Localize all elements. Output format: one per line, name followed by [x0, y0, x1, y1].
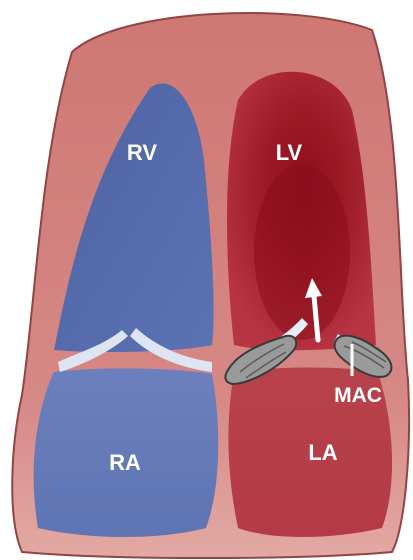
label-rv: RV — [127, 140, 157, 165]
label-la: LA — [308, 440, 337, 465]
label-mac: MAC — [334, 384, 382, 407]
label-lv: LV — [276, 140, 303, 165]
lv-inflow-shade — [254, 164, 350, 340]
label-ra: RA — [109, 450, 141, 475]
